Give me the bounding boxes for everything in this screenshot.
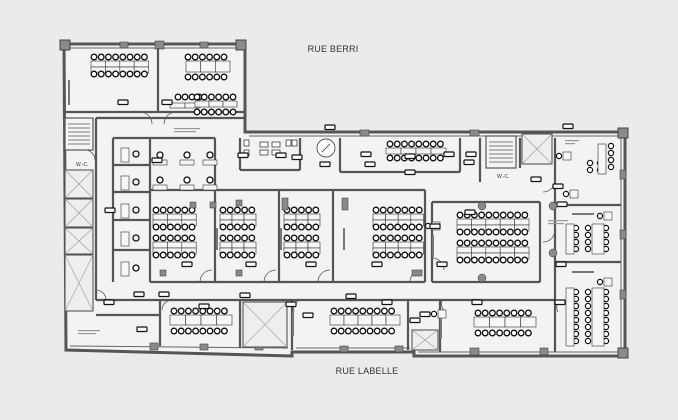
elevator-shafts-east [242, 133, 553, 351]
street-label-north: RUE BERRI [307, 44, 359, 54]
vertical-circulation [64, 117, 553, 351]
elevator-shafts-west [64, 169, 94, 312]
interior-walls [66, 48, 621, 352]
wc-label-east: W.-C. [497, 174, 510, 180]
interior-columns [159, 197, 558, 283]
stair-west [64, 117, 94, 151]
street-label-south: RUE LABELLE [335, 366, 399, 376]
storage-strips [68, 80, 594, 338]
stair-east [485, 135, 517, 169]
room-tags [78, 99, 579, 335]
wc-label-west: W.-C. [76, 162, 89, 168]
furniture-layer [90, 53, 615, 347]
